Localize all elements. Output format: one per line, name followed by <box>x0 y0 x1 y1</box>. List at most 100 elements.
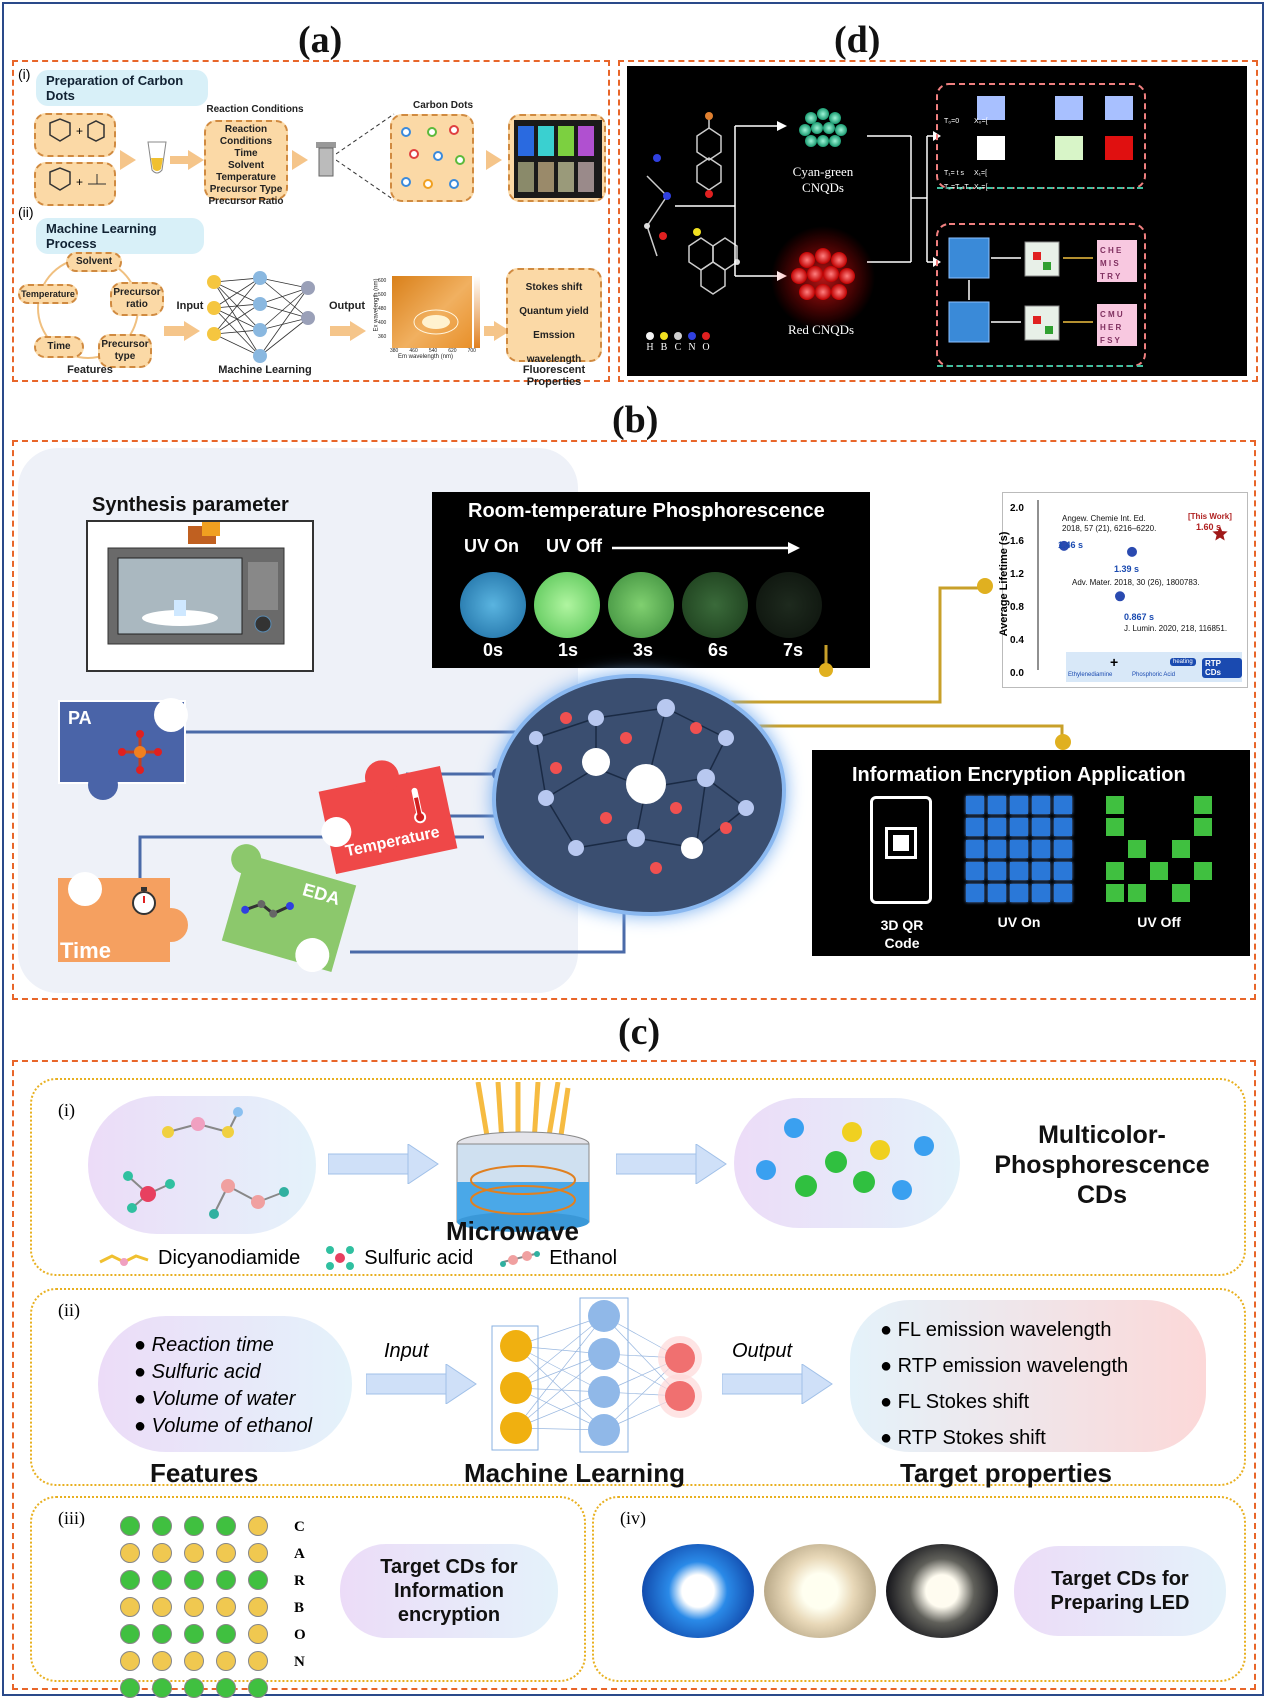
time-label: 1s <box>557 640 579 660</box>
time-label: 7s <box>782 640 804 660</box>
sample-1s <box>534 572 600 638</box>
uv-on-cell <box>1054 796 1072 814</box>
reaction-line: Precursor Ratio <box>208 196 284 207</box>
matrix-dot <box>120 1543 140 1563</box>
precursor-box-1: + <box>34 113 116 157</box>
legend-item: N <box>688 332 696 353</box>
ref3: J. Lumin. 2020, 218, 116851. <box>1124 624 1228 633</box>
arrow-icon <box>612 542 800 554</box>
panel-a-box <box>12 60 610 382</box>
legend-label: Dicyanodiamide <box>158 1246 301 1269</box>
arrow-icon <box>330 326 352 336</box>
arrow-icon <box>484 326 496 336</box>
svg-text:+: + <box>76 175 83 189</box>
matrix-dot <box>152 1678 172 1698</box>
targets-pill: ● FL emission wavelength ● RTP emission … <box>850 1300 1206 1452</box>
uv-on-cell <box>966 818 984 836</box>
uv-on-cell <box>966 796 984 814</box>
uv-off-cell <box>1194 818 1212 836</box>
uv-off-cell <box>1128 862 1146 880</box>
phone-qr-icon <box>870 796 932 904</box>
stopwatch-icon <box>132 887 156 915</box>
legend-item: O <box>702 332 710 353</box>
reaction-line: Reaction Conditions <box>219 124 273 147</box>
sample-6s <box>682 572 748 638</box>
reaction-header: Reaction Conditions <box>206 104 304 115</box>
a-sec1-title: Preparation of Carbon Dots <box>36 70 208 106</box>
arrow-icon <box>188 150 204 170</box>
properties-box: Stokes shift Quantum yield Emssion wavel… <box>506 268 602 365</box>
panel-d-box <box>618 60 1258 382</box>
thermometer-icon <box>411 787 427 824</box>
uv-off-cell <box>1172 862 1190 880</box>
vials-photo <box>514 120 602 198</box>
precursor-pill <box>88 1096 316 1234</box>
time-piece-label: Time <box>60 938 111 963</box>
uv-off-cell <box>1194 840 1212 858</box>
feature-item: ● Reaction time <box>134 1334 274 1356</box>
matrix-dot <box>120 1651 140 1671</box>
arrow-icon <box>164 326 186 336</box>
a-input-label: Input <box>176 300 204 312</box>
y-tick: 0.4 <box>1010 635 1024 646</box>
feature-node: Solvent <box>66 252 122 272</box>
feature-node: Precursor type <box>98 334 152 368</box>
ref2: Adv. Mater. 2018, 30 (26), 1800783. <box>1072 578 1200 587</box>
y-tick: 2.0 <box>1010 503 1024 514</box>
c-section-1 <box>30 1078 1246 1276</box>
x2-label: X₂=[ <box>974 184 988 191</box>
uv-off-cell <box>1128 818 1146 836</box>
uv-off-cell <box>1128 840 1146 858</box>
target-item: ● RTP emission wavelength <box>880 1355 1129 1377</box>
c-sec4-num: (iv) <box>620 1508 646 1528</box>
y-tick: 1.6 <box>1010 536 1024 547</box>
uv-on-cell <box>1032 818 1050 836</box>
precursor-box-2: + <box>34 162 116 206</box>
features-pill: ● Reaction time ● Sulfuric acid ● Volume… <box>98 1316 352 1452</box>
uv-on-grid <box>966 796 1072 902</box>
uv-on-cell <box>1010 884 1028 902</box>
arrow-icon <box>184 321 200 341</box>
feature-node: Temperature <box>18 284 78 304</box>
uv-on-label: UV On <box>464 536 520 556</box>
cnqd-diagram <box>644 83 1146 367</box>
led-warm <box>886 1544 998 1638</box>
uv-on-cell <box>988 818 1006 836</box>
value-3: 0.867 s <box>1124 612 1155 622</box>
red-label: Red CNQDs <box>787 322 855 337</box>
uv-on-cell <box>1054 818 1072 836</box>
matrix-dot <box>184 1543 204 1563</box>
data-point <box>1127 546 1137 557</box>
arrow-icon <box>120 150 136 170</box>
uv-off-cell <box>1194 862 1212 880</box>
uv-off-cell <box>1106 818 1124 836</box>
uv-on-cell <box>1032 862 1050 880</box>
uv-on-cell <box>1032 884 1050 902</box>
brain-network-icon <box>492 674 786 916</box>
matrix-dot <box>248 1516 268 1536</box>
uv-off-label: UV Off <box>546 536 602 556</box>
c-sec3-num: (iii) <box>58 1508 85 1528</box>
value-4: 1.60 s <box>1196 522 1222 532</box>
uv-on-cell <box>966 840 984 858</box>
matrix-dot <box>216 1516 236 1536</box>
microwave-label: Microwave <box>446 1216 579 1246</box>
uv-off-cell <box>1106 862 1124 880</box>
uv-on-cell <box>1010 862 1028 880</box>
a-output-label: Output <box>328 300 366 312</box>
uv-off-cell <box>1172 884 1190 902</box>
microwave-reactor-icon <box>444 1081 602 1232</box>
microwave-icon <box>107 522 285 645</box>
matrix-dot <box>184 1570 204 1590</box>
matrix-dot <box>184 1624 204 1644</box>
property-item: Quantum yield <box>519 306 589 317</box>
a-features-label: Features <box>67 364 113 376</box>
molecule-icon: + <box>49 167 106 191</box>
uv-on-cell <box>1054 884 1072 902</box>
matrix-dot <box>120 1678 140 1698</box>
uv-on-cell <box>1032 796 1050 814</box>
uv-on-cell <box>988 884 1006 902</box>
